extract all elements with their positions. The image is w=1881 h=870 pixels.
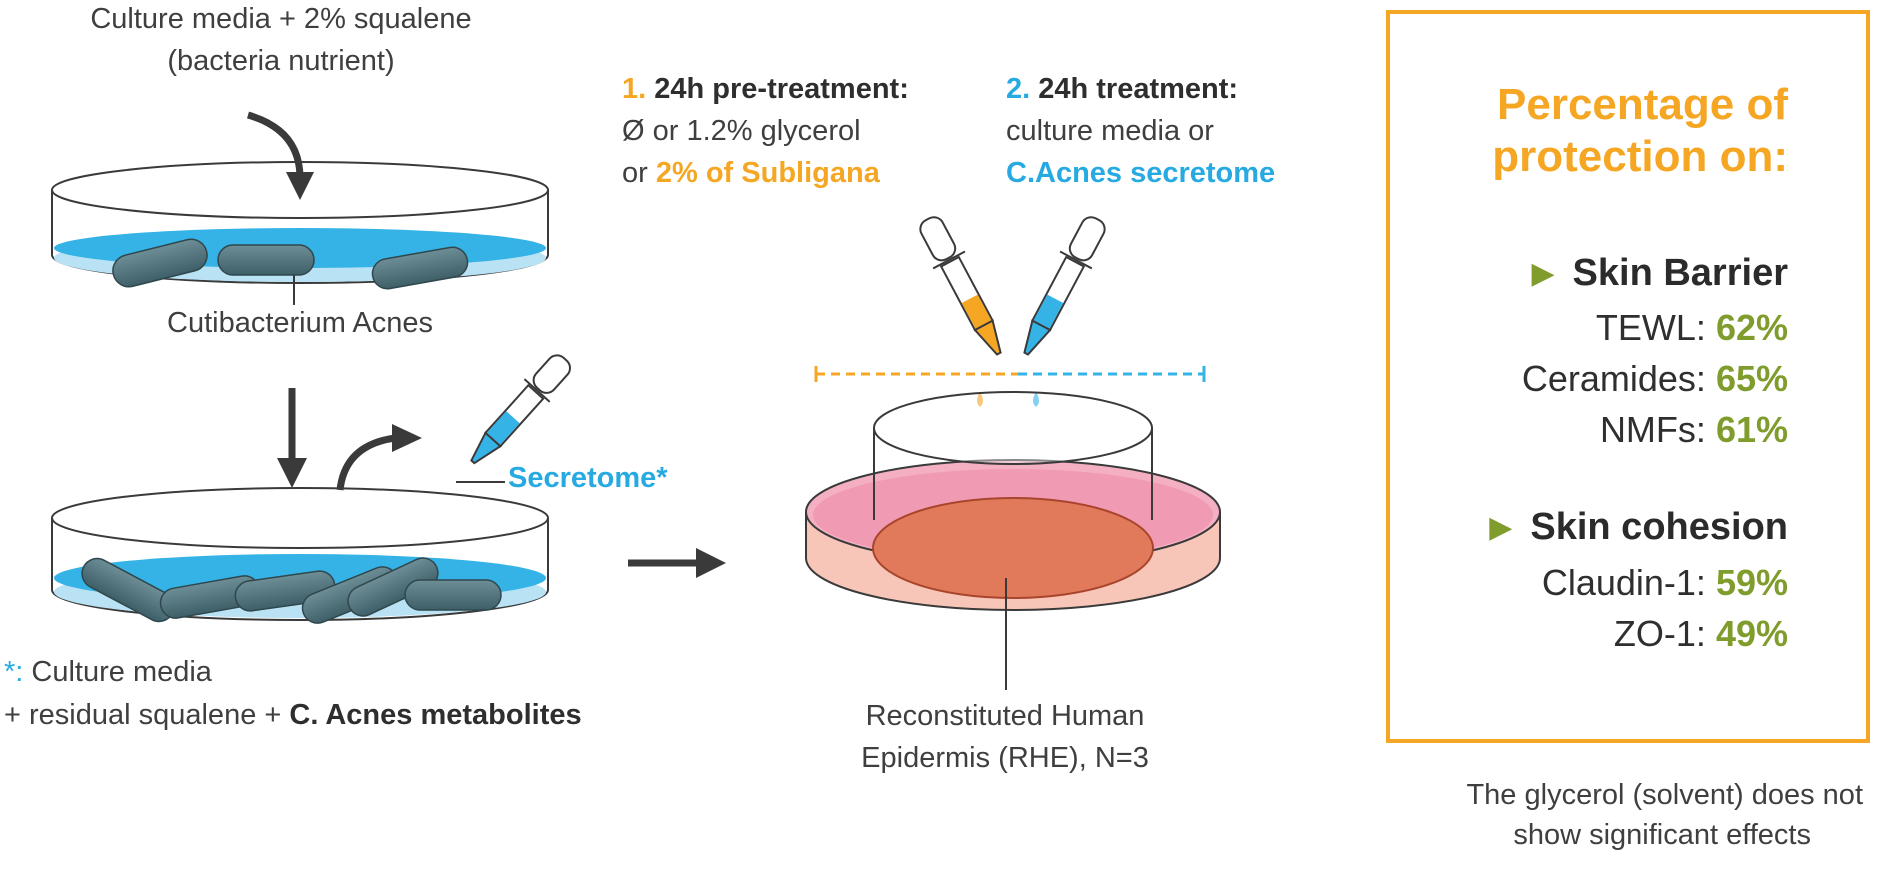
tewl-label: TEWL:: [1595, 307, 1706, 348]
skin-barrier-title: ▶ Skin Barrier: [1531, 252, 1788, 295]
step2-title: 2. 24h treatment:: [1006, 72, 1238, 107]
tewl-value: 62%: [1715, 307, 1788, 348]
step2-number: 2.: [1006, 73, 1031, 105]
step1-line2: Ø or 1.2% glycerol: [622, 115, 861, 147]
results-box: Percentage of protection on: ▶ Skin Barri…: [1386, 10, 1870, 743]
triangle-bullet-icon: ▶: [1531, 257, 1555, 290]
result-tewl: TEWL: 62%: [1596, 307, 1788, 349]
note-bold: C. Acnes metabolites: [289, 699, 582, 731]
note-text: Culture media: [31, 656, 212, 688]
zo1-value: 49%: [1715, 613, 1788, 654]
ceramides-label: Ceramides:: [1521, 358, 1706, 399]
step2-heading: 24h treatment:: [1038, 73, 1239, 105]
treatment-timeline: [814, 366, 1206, 382]
skin-barrier-label: Skin Barrier: [1572, 252, 1788, 294]
bacteria-group-1: [112, 238, 469, 290]
step1-subligana: 2% of Subligana: [655, 157, 880, 189]
culture-media-line1: Culture media + 2% squalene: [90, 3, 472, 35]
pipette-blue-icon: [1023, 216, 1106, 356]
blue-drop-icon: [1033, 392, 1039, 407]
bacteria-group-2: [81, 557, 502, 624]
ceramides-value: 65%: [1715, 358, 1788, 399]
step2-line3: C.Acnes secretome: [1006, 157, 1276, 189]
rhe-label-line2: Epidermis (RHE), N=3: [861, 742, 1149, 774]
result-ceramides: Ceramides: 65%: [1522, 358, 1788, 400]
arrow-down-icon: [277, 388, 307, 488]
nmfs-value: 61%: [1715, 409, 1788, 450]
footnote-line2: show significant effects: [1513, 819, 1811, 851]
claudin-label: Claudin-1:: [1541, 562, 1706, 603]
result-nmfs: NMFs: 61%: [1600, 409, 1788, 451]
zo1-label: ZO-1:: [1613, 613, 1706, 654]
step1-number: 1.: [622, 73, 647, 105]
bacteria-label: Cutibacterium Acnes: [167, 307, 433, 339]
pipette-icon: [456, 354, 571, 483]
claudin-value: 59%: [1715, 562, 1788, 603]
results-heading-line1: Percentage of: [1497, 80, 1788, 129]
pipette-orange-icon: [919, 216, 1002, 356]
skin-cohesion-title: ▶ Skin cohesion: [1489, 506, 1788, 549]
result-zo1: ZO-1: 49%: [1614, 613, 1788, 655]
results-heading-line2: protection on:: [1492, 132, 1788, 181]
step1-heading: 24h pre-treatment:: [654, 73, 909, 105]
triangle-bullet-icon: ▶: [1489, 511, 1513, 544]
rhe-culture-dish: [805, 391, 1221, 690]
note-star: *:: [4, 656, 24, 688]
secretome-label: Secretome*: [508, 462, 668, 494]
skin-cohesion-label: Skin cohesion: [1530, 506, 1788, 548]
curved-arrow-right-icon: [336, 424, 422, 491]
rhe-label-line1: Reconstituted Human: [865, 700, 1145, 732]
footnote-line1: The glycerol (solvent) does not: [1466, 779, 1863, 811]
curved-arrow-down-icon: [246, 111, 314, 200]
nmfs-label: NMFs:: [1599, 409, 1706, 450]
secretome-note-line2: + residual squalene + C. Acnes metabolit…: [4, 698, 582, 733]
petri-dish-1: [51, 161, 549, 305]
result-claudin: Claudin-1: 59%: [1542, 562, 1788, 604]
note-prefix: + residual squalene +: [4, 699, 282, 731]
arrow-right-icon: [628, 548, 726, 578]
step1-title: 1. 24h pre-treatment:: [622, 72, 909, 107]
step1-line3: or 2% of Subligana: [622, 156, 880, 191]
secretome-note-line1: *: Culture media: [4, 655, 212, 690]
step2-line2: culture media or: [1006, 115, 1214, 147]
step1-or: or: [622, 157, 648, 189]
petri-dish-2: [51, 487, 549, 624]
culture-media-line2: (bacteria nutrient): [167, 45, 395, 77]
orange-drop-icon: [977, 392, 983, 407]
